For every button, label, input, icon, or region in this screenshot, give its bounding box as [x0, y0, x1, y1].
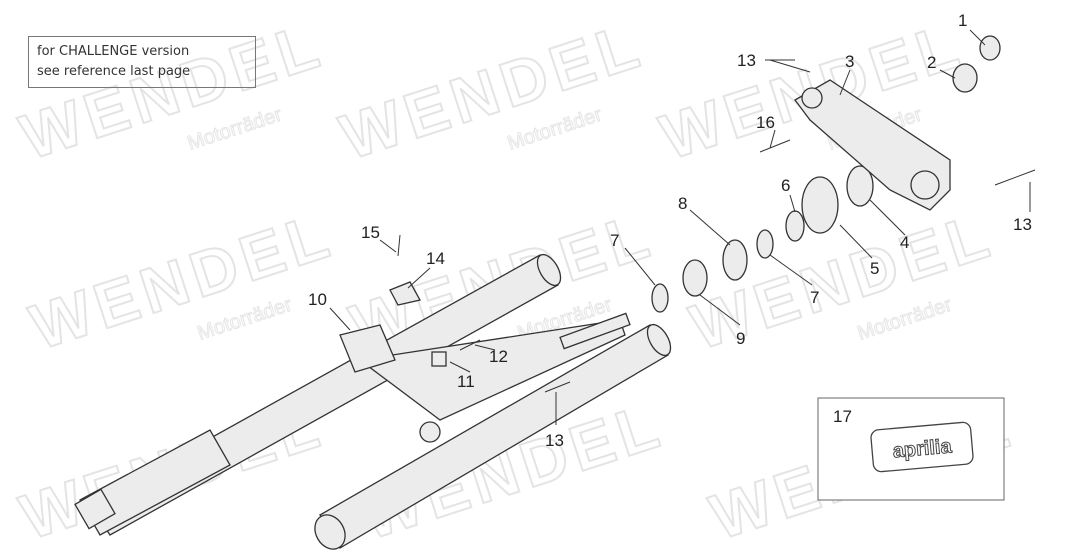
- steering-stem: [339, 312, 631, 443]
- callout-4: 4: [900, 233, 909, 252]
- inset-box-17: 17 aprilia: [817, 397, 1005, 501]
- bearing-parts: [651, 165, 874, 313]
- fork-right-leg: [314, 323, 672, 550]
- svg-text:WENDEL: WENDEL: [12, 8, 332, 173]
- fork-left-leg: [74, 253, 562, 536]
- callout-7b: 7: [810, 288, 819, 307]
- callout-12: 12: [489, 347, 508, 366]
- callout-9: 9: [736, 329, 745, 348]
- svg-text:WENDEL: WENDEL: [682, 198, 1002, 363]
- callout-17: 17: [833, 407, 852, 426]
- callout-6: 6: [781, 176, 790, 195]
- note-line-2: see reference last page: [37, 64, 191, 79]
- callout-7a: 7: [610, 231, 619, 250]
- callout-5: 5: [870, 259, 879, 278]
- callout-1: 1: [958, 11, 967, 30]
- callout-11: 11: [457, 372, 475, 391]
- challenge-version-note: for CHALLENGE version see reference last…: [28, 36, 256, 88]
- callout-8: 8: [678, 194, 687, 213]
- callout-14: 14: [426, 249, 445, 268]
- callout-13a: 13: [737, 51, 756, 70]
- callout-labels: 13 3 2 1 16 6 8 4 5 13 7 7 9 15 14 10 12…: [308, 11, 1032, 450]
- svg-text:WENDEL: WENDEL: [22, 198, 342, 363]
- callout-16: 16: [756, 113, 775, 132]
- upper-triple-clamp: [794, 35, 1001, 211]
- callout-15: 15: [361, 223, 380, 242]
- callout-13c: 13: [545, 431, 564, 450]
- callout-13b: 13: [1013, 215, 1032, 234]
- leader-lines: [329, 29, 1031, 425]
- callout-2: 2: [927, 53, 936, 72]
- bolts: [389, 59, 1036, 393]
- callout-10: 10: [308, 290, 327, 309]
- note-line-1: for CHALLENGE version: [37, 44, 190, 59]
- callout-3: 3: [845, 52, 854, 71]
- svg-text:WENDEL: WENDEL: [332, 8, 652, 173]
